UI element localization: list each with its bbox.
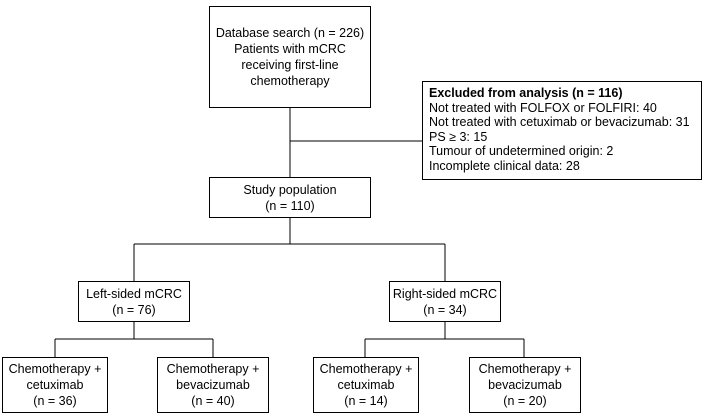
right-line: (n = 34) <box>423 302 467 317</box>
left-line: Left-sided mCRC <box>86 286 182 301</box>
database-line: Patients with mCRC <box>234 42 346 56</box>
left-line: (n = 76) <box>112 302 156 317</box>
excluded-item: Tumour of undetermined origin: 2 <box>429 144 614 159</box>
leaf-line: Chemotherapy + <box>166 362 260 376</box>
right-sided-box: Right-sided mCRC (n = 34) <box>389 281 501 322</box>
study-line: (n = 110) <box>265 198 315 213</box>
database-search-box: Database search (n = 226) Patients with … <box>209 6 371 108</box>
leaf-box-left-bevacizumab: Chemotherapy + bevacizumab (n = 40) <box>157 357 269 413</box>
leaf-line: (n = 40) <box>191 394 235 408</box>
database-line: Database search (n = 226) <box>215 26 365 40</box>
right-line: Right-sided mCRC <box>392 286 498 301</box>
excluded-item: Not treated with FOLFOX or FOLFIRI: 40 <box>429 100 657 115</box>
leaf-line: bevacizumab <box>176 378 250 392</box>
database-line: chemotherapy <box>250 74 330 88</box>
leaf-line: Chemotherapy + <box>478 362 572 376</box>
excluded-item: PS ≥ 3: 15 <box>429 129 488 144</box>
leaf-box-right-bevacizumab: Chemotherapy + bevacizumab (n = 20) <box>469 357 581 413</box>
excluded-box: Excluded from analysis (n = 116) Not tre… <box>422 81 702 180</box>
leaf-line: bevacizumab <box>488 378 562 392</box>
database-line: receiving first-line <box>241 58 339 72</box>
leaf-line: Chemotherapy + <box>319 362 413 376</box>
leaf-line: Chemotherapy + <box>8 362 102 376</box>
leaf-line: cetuximab <box>337 378 395 392</box>
excluded-title: Excluded from analysis (n = 116) <box>429 86 623 100</box>
leaf-line: (n = 20) <box>503 394 547 408</box>
excluded-item: Not treated with cetuximab or bevacizuma… <box>429 115 690 130</box>
leaf-line: cetuximab <box>26 378 84 392</box>
leaf-box-left-cetuximab: Chemotherapy + cetuximab (n = 36) <box>2 357 108 413</box>
excluded-item: Incomplete clinical data: 28 <box>429 158 580 173</box>
leaf-line: (n = 36) <box>33 394 77 408</box>
study-population-box: Study population (n = 110) <box>209 177 371 218</box>
leaf-box-right-cetuximab: Chemotherapy + cetuximab (n = 14) <box>313 357 419 413</box>
study-line: Study population <box>243 182 337 197</box>
left-sided-box: Left-sided mCRC (n = 76) <box>78 281 190 322</box>
leaf-line: (n = 14) <box>344 394 388 408</box>
